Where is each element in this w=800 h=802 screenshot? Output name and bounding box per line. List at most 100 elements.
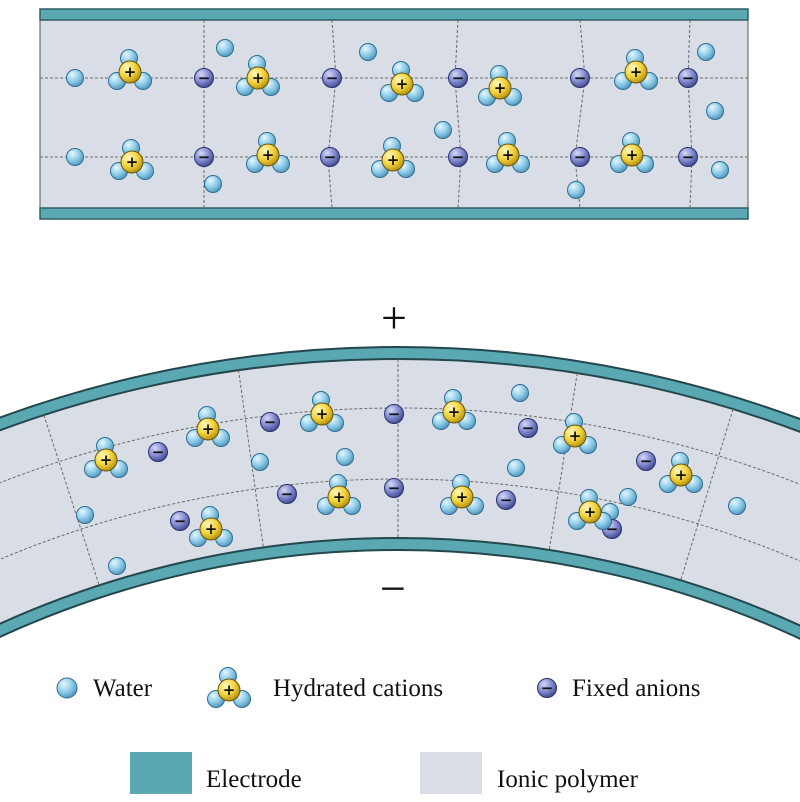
hydrated-cation: +: [207, 667, 251, 708]
svg-text:−: −: [574, 148, 587, 166]
water-molecule: [434, 121, 452, 139]
legend-ionic-polymer-swatch: [420, 752, 482, 794]
hydrated-cation: +: [486, 132, 530, 173]
hydrated-cation: +: [236, 55, 280, 96]
svg-text:−: −: [388, 405, 401, 423]
water-molecule: [507, 459, 525, 477]
water-molecule: [511, 384, 529, 402]
svg-text:−: −: [541, 679, 554, 697]
svg-text:+: +: [396, 75, 409, 93]
svg-text:+: +: [223, 681, 236, 699]
bent-strip: −−−−−−−−−−++++++++++: [0, 346, 800, 640]
legend-electrode-swatch: [130, 752, 192, 794]
fixed-anion: −: [194, 147, 214, 167]
svg-text:+: +: [316, 405, 329, 423]
hydrated-cation: +: [246, 132, 290, 173]
svg-text:−: −: [326, 69, 339, 87]
svg-text:−: −: [174, 512, 187, 530]
legend-water-label: Water: [93, 675, 153, 702]
fixed-anion: −: [384, 478, 404, 498]
hydrated-cation: +: [84, 437, 128, 478]
fixed-anion: −: [537, 678, 557, 698]
hydrated-cation: +: [380, 61, 424, 102]
fixed-anion: −: [260, 412, 280, 432]
fixed-anion: −: [636, 451, 656, 471]
hydrated-cation: +: [110, 139, 154, 180]
water-molecule: [76, 506, 94, 524]
fixed-anion: −: [678, 147, 698, 167]
svg-text:+: +: [205, 520, 218, 538]
svg-text:+: +: [630, 63, 643, 81]
svg-text:+: +: [502, 146, 515, 164]
svg-text:+: +: [202, 420, 215, 438]
water-molecule: [697, 43, 715, 61]
fixed-anion: −: [148, 442, 168, 462]
water-molecule: [728, 497, 746, 515]
hydrated-cation: +: [440, 474, 484, 515]
hydrated-cation: +: [317, 474, 361, 515]
svg-text:+: +: [569, 427, 582, 445]
water-molecule: [251, 453, 269, 471]
hydrated-cation: +: [432, 389, 476, 430]
svg-text:−: −: [324, 148, 337, 166]
fixed-anion: −: [277, 484, 297, 504]
svg-text:+: +: [333, 488, 346, 506]
electrode-bottom-bent: [0, 537, 800, 640]
svg-text:−: −: [388, 479, 401, 497]
svg-text:+: +: [675, 466, 688, 484]
fixed-anion: −: [384, 404, 404, 424]
water-molecule: [711, 161, 729, 179]
hydrated-cation: +: [300, 391, 344, 432]
fixed-anion: −: [320, 147, 340, 167]
legend-hydrated-cations-label: Hydrated cations: [273, 675, 443, 702]
fixed-anion: −: [448, 68, 468, 88]
water-molecule: [706, 102, 724, 120]
svg-text:+: +: [262, 146, 275, 164]
fixed-anion: −: [170, 511, 190, 531]
svg-text:+: +: [126, 153, 139, 171]
legend-fixed-anion-icon: −: [537, 678, 557, 698]
svg-text:−: −: [152, 443, 165, 461]
hydrated-cation: +: [371, 137, 415, 178]
hydrated-cation: +: [189, 506, 233, 547]
electrode-bottom: [39, 207, 749, 220]
legend: Water + Hydrated cations − Fixed anions …: [56, 667, 700, 794]
legend-ionic-polymer-label: Ionic polymer: [497, 766, 639, 793]
svg-text:+: +: [100, 451, 113, 469]
hydrated-cation: +: [659, 452, 703, 493]
legend-fixed-anions-label: Fixed anions: [572, 675, 700, 702]
water-molecule: [619, 488, 637, 506]
svg-text:+: +: [626, 146, 639, 164]
svg-text:+: +: [494, 79, 507, 97]
fixed-anion: −: [570, 68, 590, 88]
legend-water-icon: [56, 677, 78, 699]
hydrated-cation: +: [568, 489, 612, 530]
fixed-anion: −: [322, 68, 342, 88]
hydrated-cation: +: [478, 65, 522, 106]
svg-text:−: −: [640, 452, 653, 470]
svg-text:−: −: [522, 419, 535, 437]
svg-text:−: −: [264, 413, 277, 431]
water-molecule: [567, 181, 585, 199]
negative-pole-label: −: [380, 563, 406, 614]
hydrated-cation: +: [553, 413, 597, 454]
fixed-anion: −: [518, 418, 538, 438]
svg-text:−: −: [500, 491, 513, 509]
hydrated-cation: +: [610, 132, 654, 173]
svg-text:+: +: [584, 503, 597, 521]
water-molecule: [56, 677, 78, 699]
water-molecule: [336, 448, 354, 466]
water-molecule: [216, 39, 234, 57]
svg-text:+: +: [387, 151, 400, 169]
svg-text:−: −: [198, 69, 211, 87]
svg-text:−: −: [452, 69, 465, 87]
svg-text:−: −: [452, 148, 465, 166]
svg-text:−: −: [198, 148, 211, 166]
fixed-anion: −: [194, 68, 214, 88]
legend-hydrated-cation-icon: +: [207, 667, 251, 708]
svg-text:−: −: [574, 69, 587, 87]
positive-pole-label: +: [381, 292, 407, 343]
legend-electrode-label: Electrode: [206, 766, 302, 793]
svg-text:−: −: [281, 485, 294, 503]
